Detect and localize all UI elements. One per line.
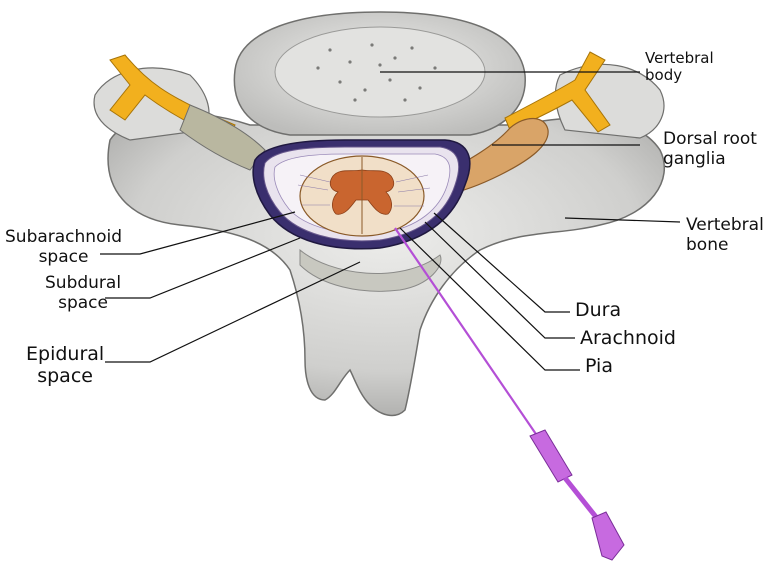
leader-subdural [105, 237, 301, 299]
label-vertebral-bone: Vertebral bone [686, 215, 764, 255]
leader-lines [100, 71, 681, 371]
leader-pia [399, 227, 580, 371]
label-arachnoid: Arachnoid [580, 327, 676, 349]
leader-dura [433, 212, 570, 313]
label-dura: Dura [575, 299, 622, 321]
epidural-tissue [299, 248, 442, 292]
leader-vertebral-bone [564, 217, 681, 223]
label-dorsal-root-ganglia: Dorsal root ganglia [663, 129, 757, 169]
leader-subarachnoid [100, 211, 296, 255]
body-pores [316, 43, 437, 102]
rootlets [297, 174, 431, 207]
left-root-sleeve [179, 104, 266, 171]
spinal-needle [394, 227, 625, 561]
label-subarachnoid-space: Subarachnoid space [5, 227, 122, 267]
label-subdural-space: Subdural space [45, 273, 122, 313]
leader-epidural [105, 261, 361, 363]
label-pia: Pia [585, 355, 613, 377]
label-epidural-space: Epidural space [26, 343, 105, 387]
label-vertebral-body: Vertebral body [645, 49, 714, 85]
leader-arachnoid [424, 221, 575, 339]
